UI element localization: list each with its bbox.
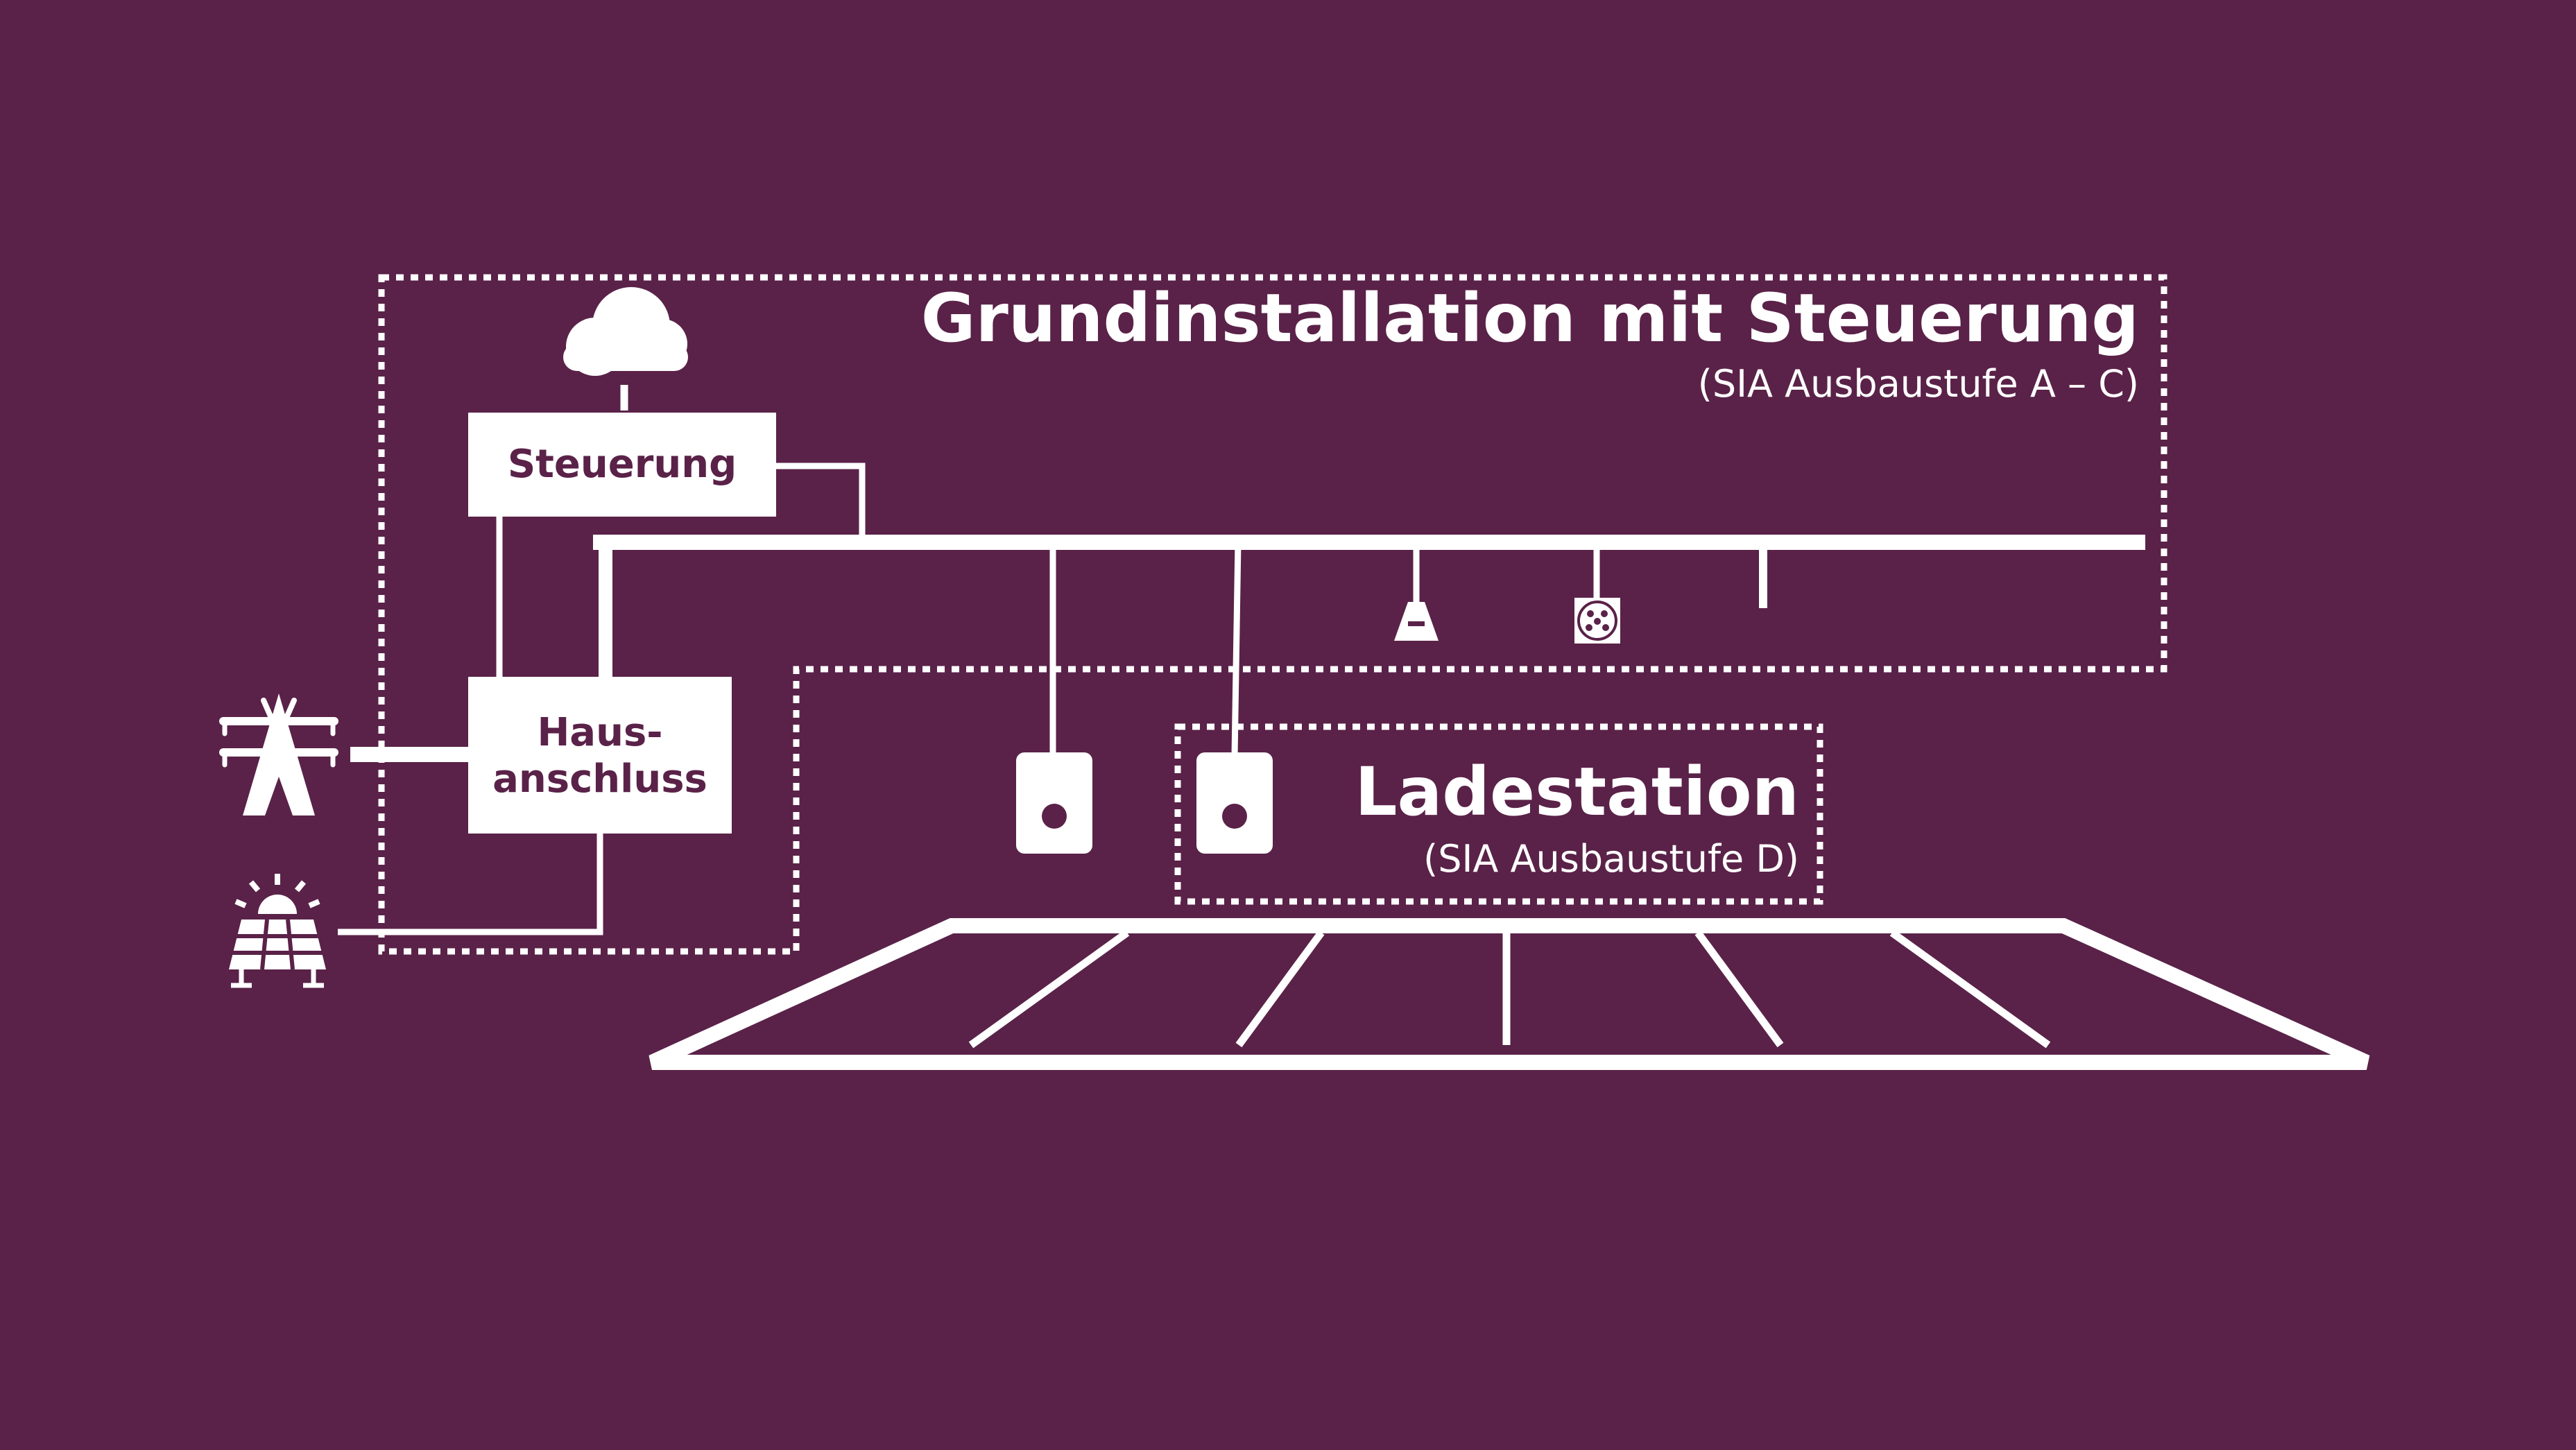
solar-panel-icon (229, 874, 326, 988)
ladestation-title: Ladestation (1355, 753, 1799, 831)
hausanschluss-box (468, 677, 732, 834)
cloud-icon (563, 287, 688, 376)
ladestation-subtitle: (SIA Ausbaustufe D) (1423, 837, 1799, 881)
steuerung-bus-connector (776, 463, 866, 537)
steuerung-label: Steuerung (508, 442, 737, 487)
wallbox-2-drop (1231, 542, 1242, 757)
type2-socket-icon (1574, 598, 1620, 644)
ladestation-boundary (1174, 723, 1823, 905)
solar-feed-line (338, 834, 603, 935)
hausanschluss-label-line2: anschluss (492, 757, 707, 802)
charger-plug-icon (1394, 602, 1439, 641)
steuerung-box (468, 413, 776, 517)
power-pylon-icon (219, 693, 338, 815)
grundinstallation-subtitle: (SIA Ausbaustufe A – C) (1698, 362, 2139, 406)
parking-lot-icon (649, 918, 2370, 1070)
hausanschluss-label-line1: Haus- (537, 710, 662, 755)
grundinstallation-title: Grundinstallation mit Steuerung (921, 279, 2139, 357)
wallbox-icon (1196, 752, 1273, 854)
grundinstallation-boundary (378, 274, 2167, 955)
wallbox-icon (1016, 752, 1092, 854)
